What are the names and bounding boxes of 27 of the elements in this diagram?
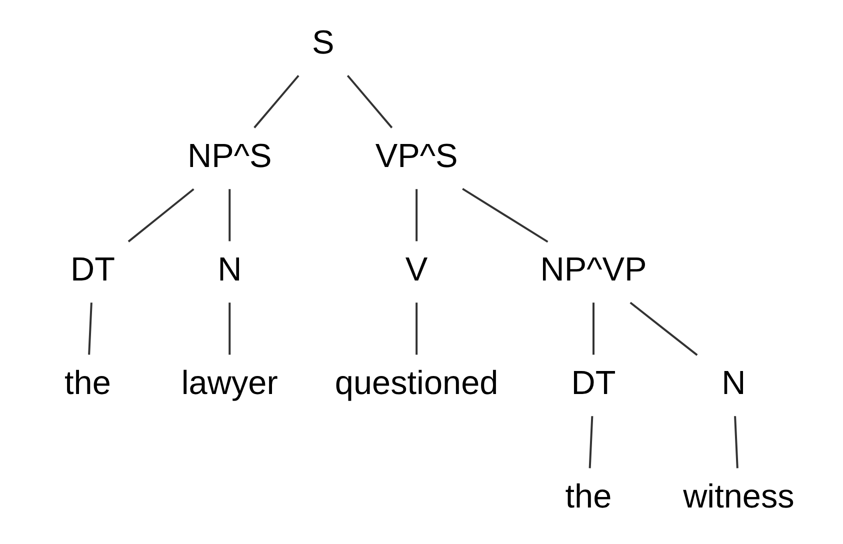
connector [592,302,594,355]
node-text: the [64,364,110,402]
node-text: NP^VP [540,251,646,288]
node-text: lawyer [180,364,278,402]
node-text: V [404,251,428,288]
connector [415,189,418,242]
node-text: N [721,364,746,402]
connector [228,302,230,355]
connector [734,416,738,468]
connector [588,416,593,468]
node-text: questioned [334,364,498,402]
node-text: DT [70,251,114,288]
node-text: NP^S [186,138,272,175]
connector [228,189,230,242]
node-text: the [564,478,612,516]
connector [346,74,392,128]
node-text: S [311,24,334,62]
node-text: N [217,251,242,288]
connector [462,188,548,243]
node-text: witness [682,478,794,516]
connector [88,302,92,355]
node-text: VP^S [374,138,458,175]
connector [253,74,299,128]
connector [629,302,698,356]
node-text: DT [570,364,616,402]
connector [127,188,194,242]
connector [415,302,418,355]
